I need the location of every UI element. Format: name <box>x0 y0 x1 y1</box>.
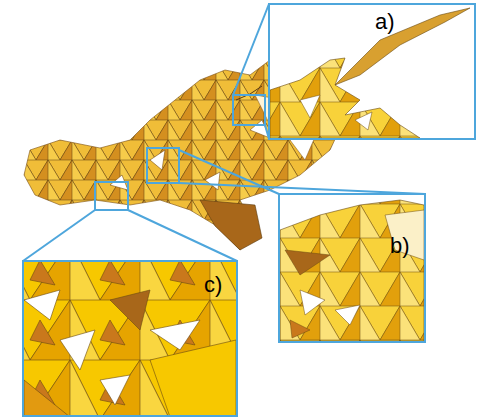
zoom-inset: c) <box>22 260 238 417</box>
inset-label: c) <box>204 274 222 296</box>
zoom-inset: b) <box>278 193 426 343</box>
inset-label: b) <box>390 235 410 257</box>
zoom-inset: a) <box>268 3 476 140</box>
inset-label: a) <box>375 11 395 33</box>
